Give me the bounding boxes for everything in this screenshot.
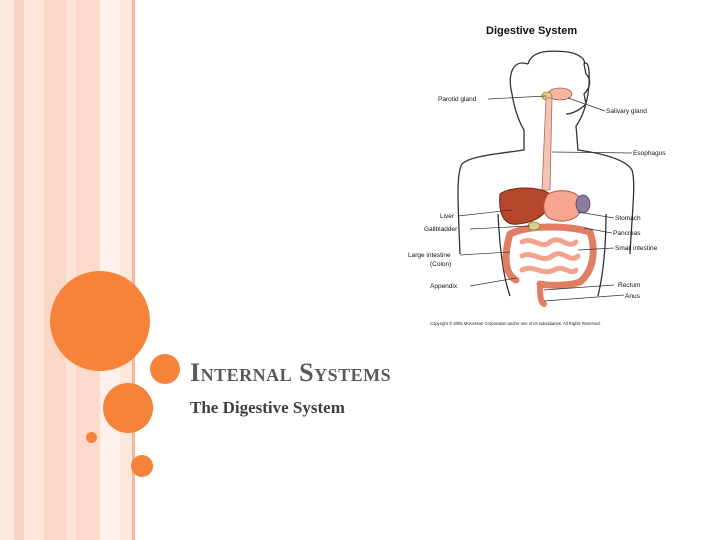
label-pancreas: Pancreas <box>613 230 641 237</box>
decorative-circle-large <box>50 271 150 371</box>
esophagus-shape <box>541 97 553 191</box>
label-appendix: Appendix <box>430 283 458 290</box>
stomach-shape <box>543 190 583 222</box>
diagram-svg: Digestive System Parotid gland Salivary … <box>408 25 666 326</box>
rectum-shape <box>537 281 547 307</box>
stripe <box>76 0 100 540</box>
label-rectum: Rectum <box>618 282 640 289</box>
torso-lower <box>497 213 607 297</box>
label-stomach: Stomach <box>615 215 641 222</box>
label-small-intestine: Small intestine <box>615 245 658 252</box>
stripe <box>66 0 76 540</box>
stripe <box>14 0 24 540</box>
label-gallbladder: Gallbladder <box>424 226 458 233</box>
stripe <box>100 0 120 540</box>
stripe <box>24 0 44 540</box>
diagram-copyright: Copyright © 2005 McKesson Corporation an… <box>430 321 601 326</box>
large-intestine-shape <box>502 223 597 289</box>
body-outline <box>457 50 635 255</box>
spleen-shape <box>575 194 591 214</box>
label-anus: Anus <box>625 293 641 300</box>
stripe <box>120 0 132 540</box>
decorative-circle-tiny <box>86 432 97 443</box>
decorative-circle-small <box>131 455 153 477</box>
stripe <box>44 0 66 540</box>
label-salivary-gland: Salivary gland <box>606 108 647 115</box>
label-parotid-gland: Parotid gland <box>438 96 477 103</box>
liver-shape <box>499 187 551 225</box>
leader-lines <box>457 95 633 302</box>
slide-title: Internal Systems <box>190 358 392 387</box>
stripe <box>0 0 14 540</box>
label-esophagus: Esophagus <box>633 150 666 157</box>
decorative-stripes <box>0 0 140 540</box>
stripe <box>132 0 135 540</box>
label-liver: Liver <box>440 213 455 220</box>
small-intestine-shape <box>519 237 581 275</box>
decorative-circle-medium <box>103 383 153 433</box>
label-large-intestine: Large intestine <box>408 252 451 259</box>
digestive-system-diagram: Digestive System Parotid gland Salivary … <box>400 14 700 336</box>
diagram-title: Digestive System <box>486 25 577 37</box>
slide-subtitle: The Digestive System <box>190 398 345 417</box>
label-colon: (Colon) <box>430 261 451 268</box>
decorative-circle-small <box>150 354 180 384</box>
